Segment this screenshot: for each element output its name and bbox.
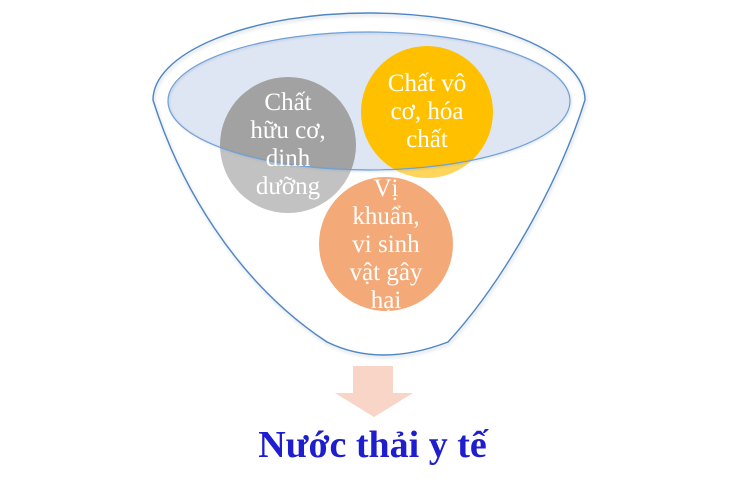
diagram-caption: Nước thải y tế [258,424,487,466]
funnel-front-overlay [168,101,570,364]
down-arrow-icon [335,366,413,417]
bubble-circle-microbes [319,177,453,311]
bubble-circle-inorganic [361,46,493,178]
funnel-liquid-edge [167,31,571,171]
bubble-circle-organic [220,77,356,213]
funnel-outline [152,12,586,356]
